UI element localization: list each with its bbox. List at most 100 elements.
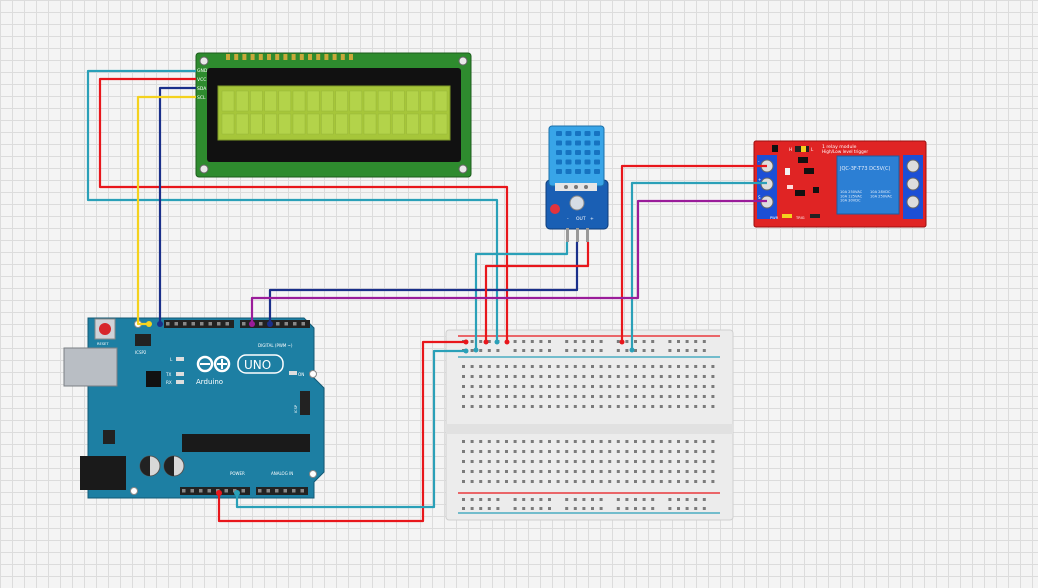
breadboard-hole bbox=[522, 507, 526, 510]
lcd-char-cell bbox=[363, 113, 377, 135]
breadboard-hole bbox=[530, 480, 534, 483]
digital-pin bbox=[217, 322, 221, 326]
breadboard-hole bbox=[616, 395, 620, 398]
lcd-header-pin bbox=[250, 54, 255, 60]
lcd-char-cell bbox=[406, 113, 419, 135]
breadboard-hole bbox=[573, 349, 577, 352]
lcd-module[interactable]: GND VCC SDA SCL bbox=[195, 52, 472, 178]
breadboard-hole bbox=[522, 349, 526, 352]
breadboard-hole bbox=[556, 470, 560, 473]
breadboard-hole bbox=[642, 365, 646, 368]
breadboard-hole bbox=[625, 450, 629, 453]
relay-chip bbox=[795, 190, 805, 196]
breadboard-hole bbox=[496, 507, 500, 510]
analog-pin bbox=[292, 489, 296, 493]
dht-grille-slot bbox=[565, 169, 572, 174]
breadboard-hole bbox=[470, 375, 474, 378]
breadboard-hole bbox=[548, 365, 551, 368]
lcd-char-cell bbox=[235, 90, 249, 112]
breadboard-hole bbox=[702, 349, 706, 352]
breadboard-hole bbox=[677, 405, 680, 408]
breadboard-hole bbox=[470, 507, 474, 510]
breadboard-hole bbox=[634, 405, 637, 408]
breadboard-hole bbox=[556, 460, 560, 463]
breadboard-hole bbox=[539, 395, 543, 398]
relay-jumper bbox=[801, 146, 806, 152]
breadboard-hole bbox=[522, 365, 526, 368]
dht-grille-slot bbox=[575, 131, 581, 136]
relay-smd bbox=[787, 185, 793, 189]
breadboard-hole bbox=[616, 365, 620, 368]
wire-lcd-vcc[interactable] bbox=[98, 77, 509, 342]
power-label: POWER bbox=[230, 471, 245, 476]
dht-pin-gnd: - bbox=[567, 217, 569, 222]
digital-pin bbox=[166, 322, 170, 326]
breadboard-hole bbox=[522, 340, 526, 343]
wire-lcd-gnd[interactable] bbox=[86, 69, 499, 342]
breadboard-hole bbox=[496, 395, 500, 398]
breadboard-hole bbox=[599, 507, 603, 510]
breadboard-hole bbox=[582, 450, 586, 453]
breadboard-hole bbox=[505, 385, 508, 388]
breadboard-hole bbox=[711, 440, 715, 443]
lcd-char-cell bbox=[434, 90, 448, 112]
breadboard-hole bbox=[479, 375, 483, 378]
analog-pin bbox=[300, 489, 304, 493]
wire-dht-vcc[interactable] bbox=[484, 242, 590, 342]
breadboard-hole bbox=[548, 440, 551, 443]
analog-pin bbox=[275, 489, 279, 493]
breadboard-hole bbox=[548, 470, 551, 473]
breadboard-hole bbox=[711, 450, 715, 453]
breadboard-hole bbox=[505, 450, 508, 453]
lcd-header-pin bbox=[234, 54, 239, 60]
breadboard-hole bbox=[530, 395, 534, 398]
breadboard-hole bbox=[505, 395, 508, 398]
breadboard-hole bbox=[642, 395, 646, 398]
wire-arduino-gnd[interactable] bbox=[235, 349, 466, 509]
breadboard-hole bbox=[573, 450, 577, 453]
breadboard-hole bbox=[530, 365, 534, 368]
breadboard-hole bbox=[496, 470, 500, 473]
breadboard-hole bbox=[591, 498, 594, 501]
breadboard-hole bbox=[651, 395, 655, 398]
lcd-pin-labels: GND VCC SDA SCL bbox=[197, 68, 208, 101]
breadboard-hole bbox=[479, 507, 483, 510]
breadboard-hole bbox=[496, 450, 500, 453]
wire-relay-vcc[interactable] bbox=[620, 164, 767, 342]
lcd-char-cell bbox=[406, 90, 419, 112]
breadboard-hole bbox=[470, 349, 474, 352]
wire-arduino-5v[interactable] bbox=[217, 340, 466, 523]
breadboard-hole bbox=[548, 480, 551, 483]
breadboard-hole bbox=[668, 498, 672, 501]
breadboard-hole bbox=[582, 440, 586, 443]
wire-lcd-sda[interactable] bbox=[158, 86, 196, 324]
breadboard-hole bbox=[702, 507, 706, 510]
breadboard-hole bbox=[599, 375, 603, 378]
breadboard-hole bbox=[702, 460, 706, 463]
arduino-uno[interactable]: RESET ICSP2 DIGITAL (PWM ~) UNO Arduino … bbox=[63, 317, 325, 499]
dht-grille-slot bbox=[594, 131, 600, 136]
breadboard-hole bbox=[487, 405, 491, 408]
breadboard-hole bbox=[616, 349, 620, 352]
breadboard-hole bbox=[548, 498, 551, 501]
breadboard-hole bbox=[651, 470, 655, 473]
breadboard-hole bbox=[608, 450, 612, 453]
dht-sensor[interactable]: - OUT + bbox=[545, 125, 609, 242]
breadboard-hole bbox=[565, 460, 569, 463]
lcd-pin-scl: SCL bbox=[197, 95, 206, 101]
breadboard-hole bbox=[522, 470, 526, 473]
breadboard-hole bbox=[625, 480, 629, 483]
breadboard-hole bbox=[702, 375, 706, 378]
wire-relay-gnd[interactable] bbox=[630, 181, 767, 350]
on-label: ON bbox=[298, 372, 304, 377]
lcd-char-cell bbox=[392, 113, 405, 135]
breadboard-hole bbox=[565, 405, 569, 408]
reset-button[interactable] bbox=[99, 323, 111, 335]
wire-relay-signal[interactable] bbox=[250, 199, 767, 324]
wire-dht-gnd[interactable] bbox=[474, 242, 569, 350]
wire-lcd-scl[interactable] bbox=[136, 95, 196, 326]
breadboard[interactable] bbox=[445, 329, 734, 521]
breadboard-hole bbox=[711, 460, 715, 463]
